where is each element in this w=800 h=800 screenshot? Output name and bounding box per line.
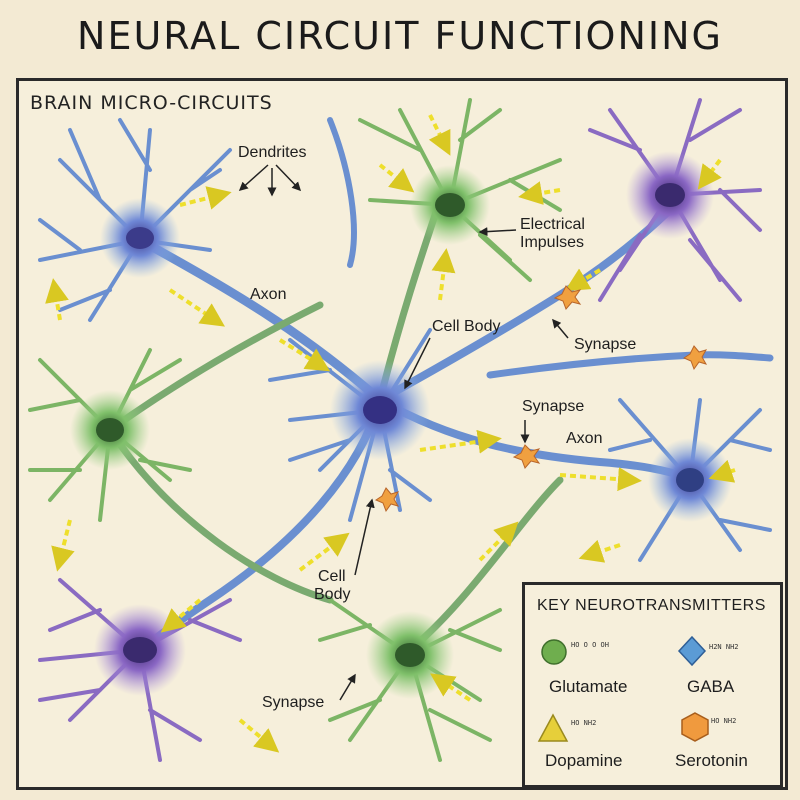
- label-cell: Cell: [318, 568, 346, 585]
- label-synapse-right: Synapse: [574, 336, 637, 353]
- yellow-triangle-icon: [537, 713, 569, 742]
- impulse-arrows: [45, 114, 736, 753]
- label-axon-top: Axon: [250, 286, 287, 303]
- dopamine-formula: HO NH2: [571, 719, 597, 727]
- label-body: Body: [314, 586, 351, 603]
- legend-dopamine: Dopamine: [545, 751, 623, 770]
- synapse-bursts: [374, 285, 708, 513]
- legend-gaba: GABA: [687, 677, 735, 696]
- glutamate-formula: HO O O OH: [571, 641, 609, 649]
- section-title: BRAIN MICRO-CIRCUITS: [30, 92, 273, 114]
- gaba-formula: H2N NH2: [709, 643, 739, 651]
- legend-title: KEY NEUROTRANSMITTERS: [537, 597, 766, 614]
- label-cell-body-center: Cell Body: [432, 318, 501, 335]
- blue-diamond-icon: [677, 635, 707, 667]
- label-electrical: Electrical: [520, 216, 585, 233]
- neurotransmitter-legend: KEY NEUROTRANSMITTERS HO O O OH Glutamat…: [522, 582, 783, 788]
- legend-serotonin: Serotonin: [675, 751, 748, 770]
- label-dendrites: Dendrites: [238, 144, 307, 161]
- orange-hexagon-icon: [681, 712, 709, 742]
- legend-glutamate: Glutamate: [549, 677, 628, 696]
- cell-bodies: [70, 151, 732, 699]
- label-pointers: [238, 164, 569, 701]
- serotonin-formula: HO NH2: [711, 717, 737, 725]
- green-circle-icon: [541, 639, 567, 665]
- label-synapse-bottom: Synapse: [262, 694, 325, 711]
- page-title: NEURAL CIRCUIT FUNCTIONING: [77, 14, 723, 58]
- label-synapse-mid: Synapse: [522, 398, 585, 415]
- label-axon-right: Axon: [566, 430, 603, 447]
- label-impulses: Impulses: [520, 234, 585, 251]
